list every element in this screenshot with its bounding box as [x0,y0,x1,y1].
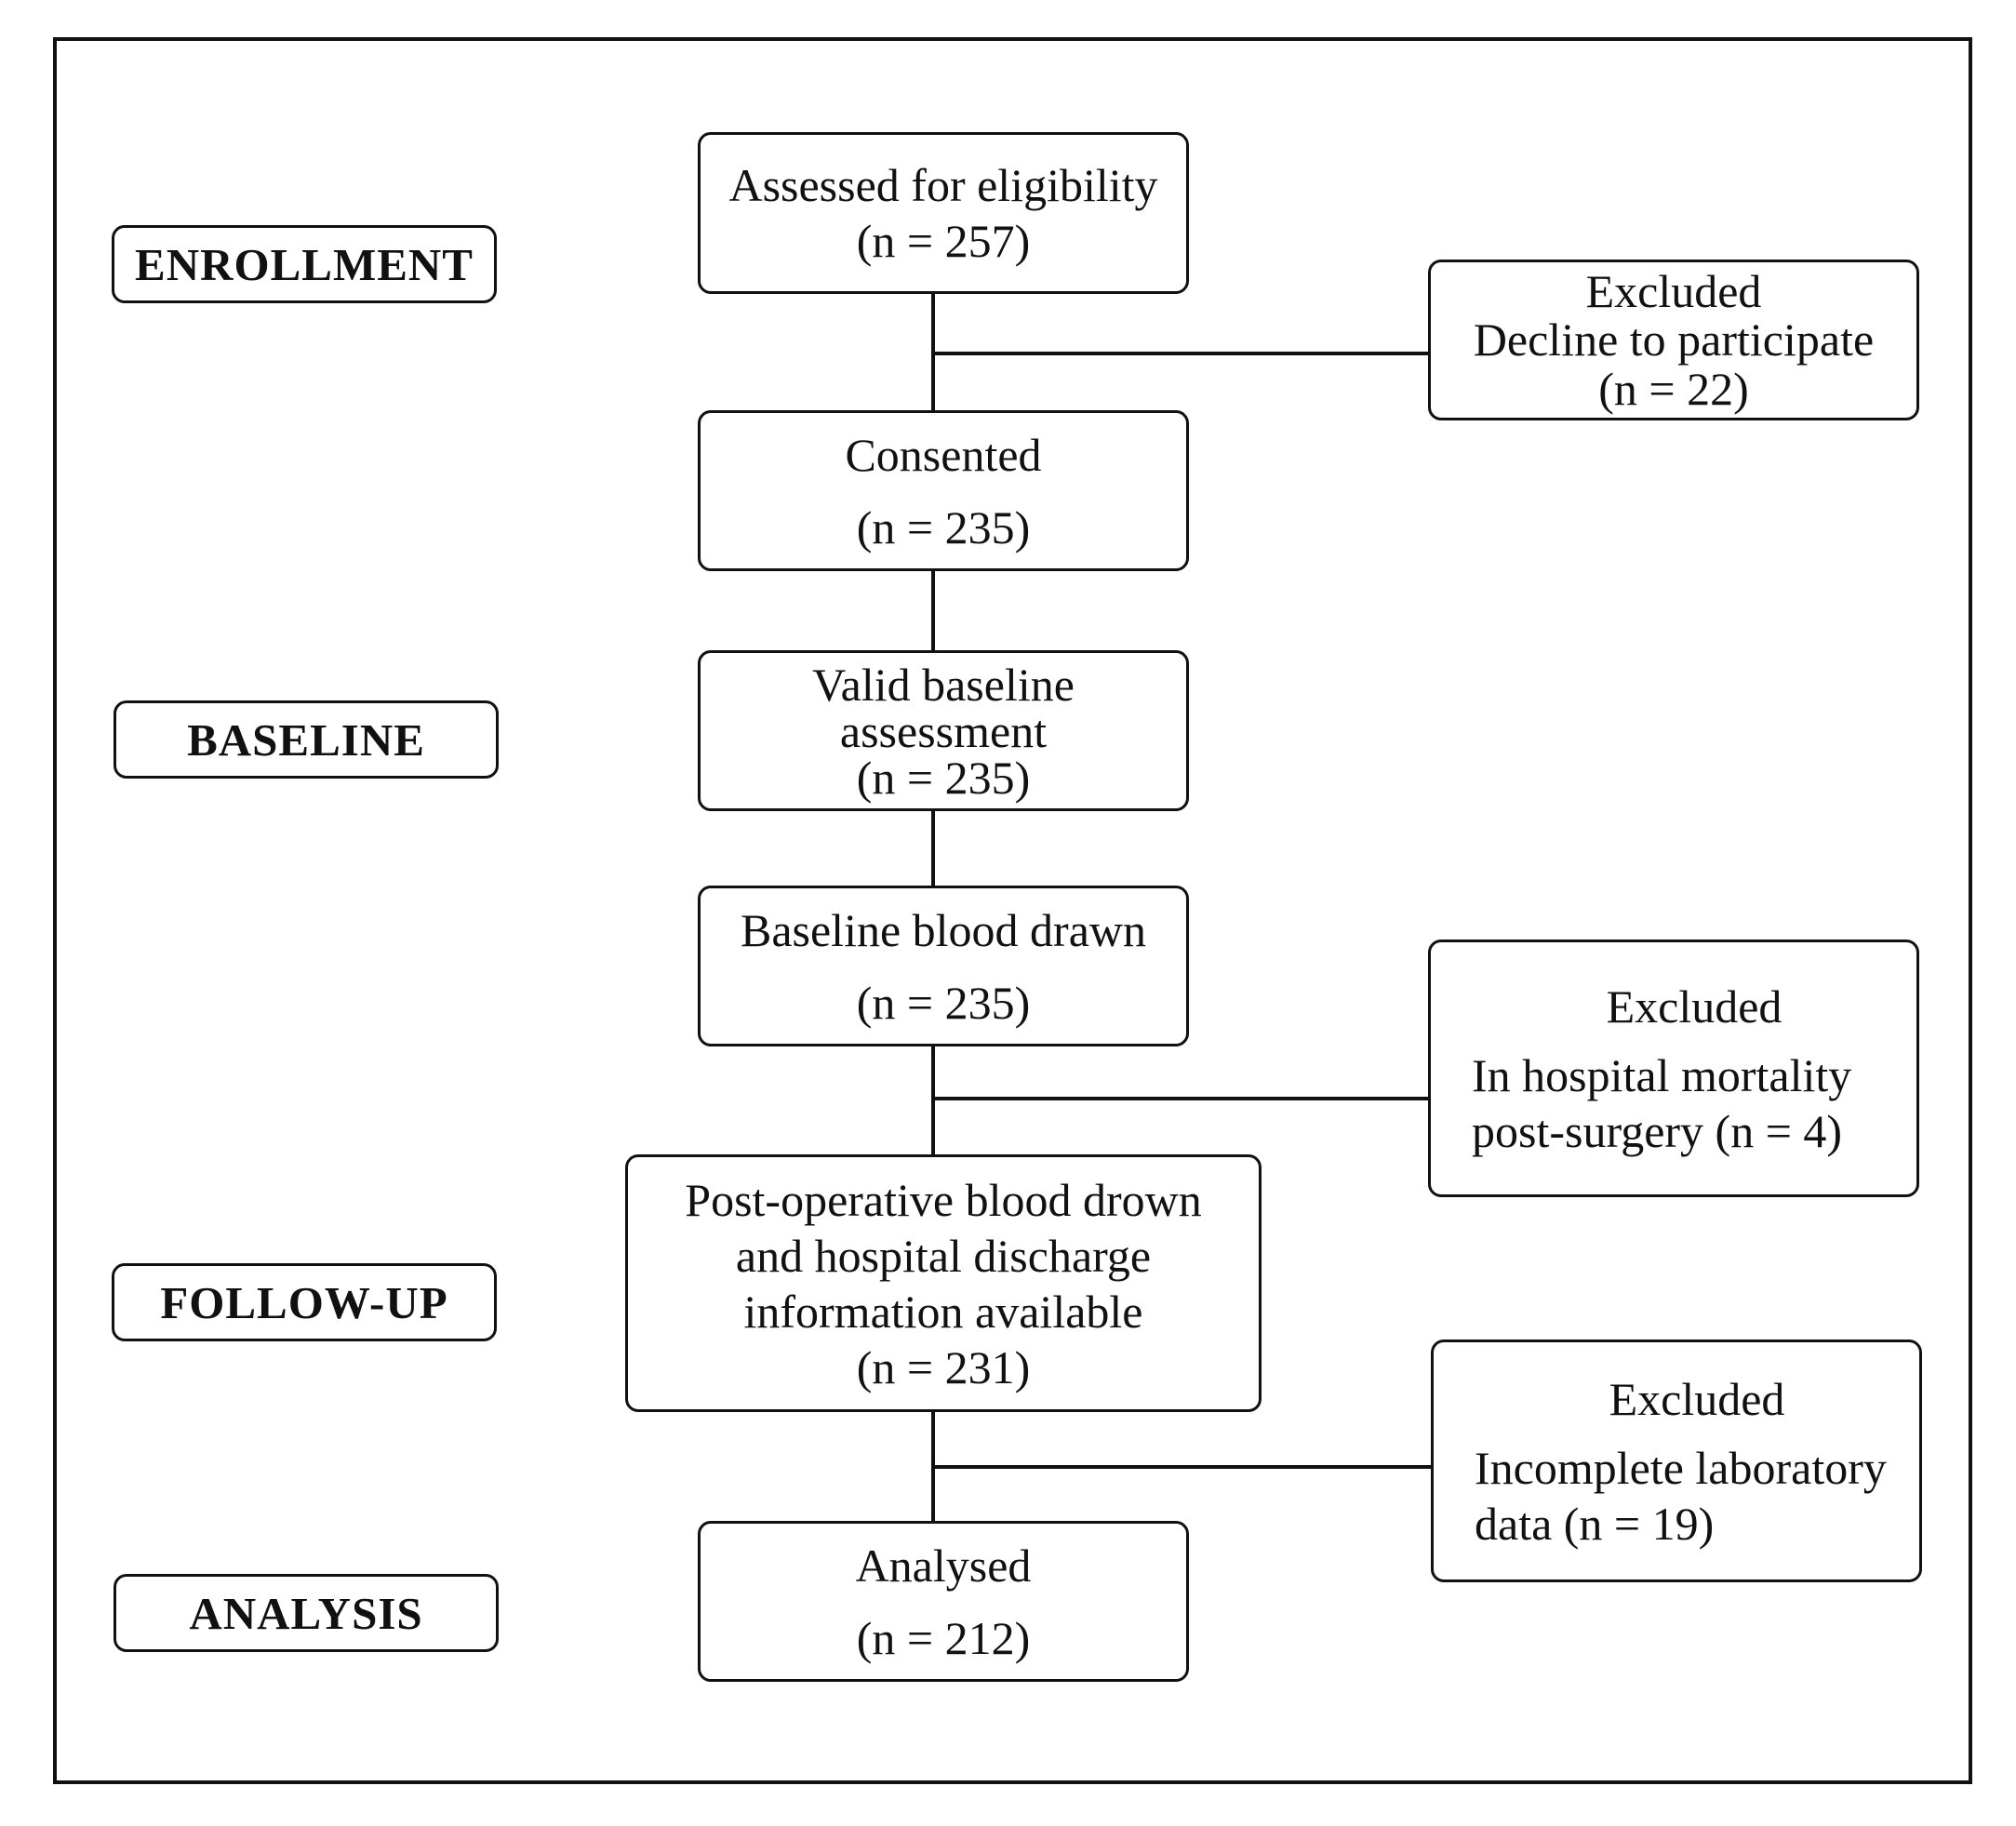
consented-count: (n = 235) [856,500,1031,553]
excluded-declined-reason: Decline to participate [1473,313,1875,367]
valid-baseline-count: (n = 235) [856,751,1031,804]
stage-baseline: BASELINE [113,700,499,779]
diagram-frame [53,37,1972,1784]
post-operative-label-line3: information available [743,1285,1143,1338]
stage-enrollment-label: ENROLLMENT [135,238,474,290]
post-operative-label-line2: and hospital discharge [735,1229,1152,1282]
stage-analysis-label: ANALYSIS [189,1587,423,1639]
post-operative-count: (n = 231) [856,1340,1031,1393]
valid-baseline-label-line2: assessment [839,704,1048,757]
stage-enrollment: ENROLLMENT [112,225,497,303]
excluded-mortality-reason-line1: In hospital mortality [1472,1048,1852,1101]
excluded-incomplete-lab-title: Excluded [1609,1372,1785,1425]
stage-follow-up-label: FOLLOW-UP [160,1276,448,1328]
box-analysed: Analysed (n = 212) [698,1521,1189,1682]
baseline-blood-count: (n = 235) [856,976,1031,1029]
excluded-declined-title: Excluded [1585,264,1762,317]
excluded-mortality-title: Excluded [1606,980,1782,1033]
stage-analysis: ANALYSIS [113,1574,499,1652]
excluded-incomplete-lab-reason-line1: Incomplete laboratory [1475,1441,1887,1494]
excluded-mortality-reason-line2: post-surgery (n = 4) [1472,1104,1843,1157]
consented-label: Consented [845,428,1042,481]
post-operative-label-line1: Post-operative blood drown [685,1173,1202,1226]
valid-baseline-label-line1: Valid baseline [812,658,1075,711]
box-valid-baseline-assessment: Valid baseline assessment (n = 235) [698,650,1189,811]
assessed-count: (n = 257) [856,215,1031,267]
box-excluded-declined: Excluded Decline to participate (n = 22) [1428,260,1919,420]
excluded-declined-count: (n = 22) [1598,362,1749,415]
assessed-label: Assessed for eligibility [728,159,1158,211]
box-post-operative-blood: Post-operative blood drown and hospital … [625,1154,1262,1412]
analysed-label: Analysed [855,1539,1032,1592]
stage-follow-up: FOLLOW-UP [112,1263,497,1341]
box-assessed-for-eligibility: Assessed for eligibility (n = 257) [698,132,1189,294]
analysed-count: (n = 212) [856,1611,1031,1664]
box-excluded-mortality: Excluded In hospital mortality post-surg… [1428,940,1919,1197]
baseline-blood-label: Baseline blood drawn [740,903,1146,956]
stage-baseline-label: BASELINE [187,713,425,766]
box-baseline-blood-drawn: Baseline blood drawn (n = 235) [698,886,1189,1046]
excluded-incomplete-lab-reason-line2: data (n = 19) [1475,1497,1715,1550]
box-consented: Consented (n = 235) [698,410,1189,571]
box-excluded-incomplete-lab: Excluded Incomplete laboratory data (n =… [1431,1340,1922,1582]
